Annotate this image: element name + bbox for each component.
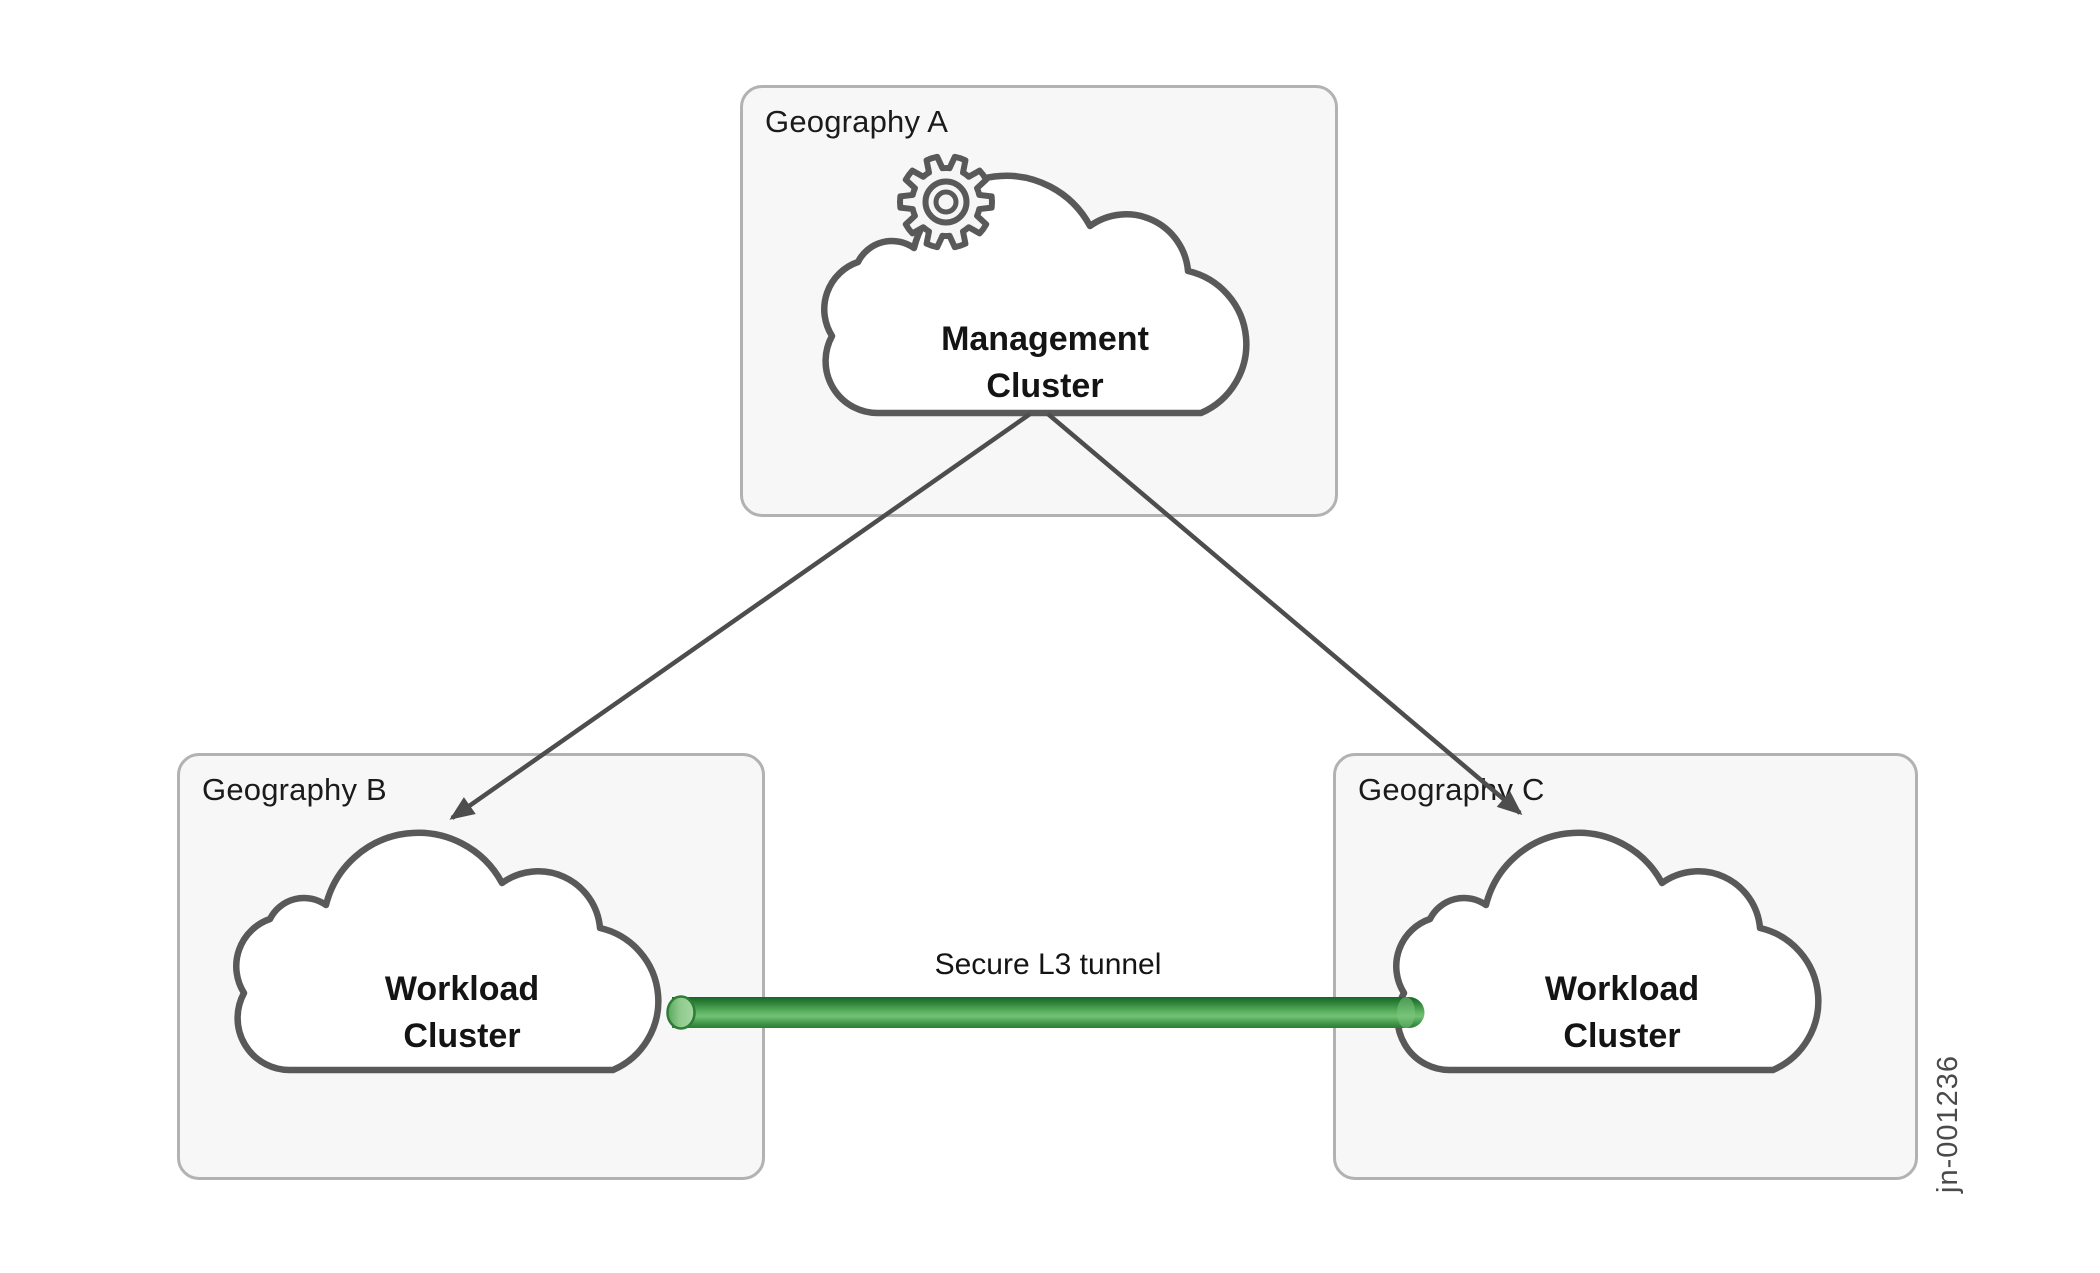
tunnel-pipe-right-sheen	[1397, 997, 1415, 1028]
workload-cluster-b-cloud	[236, 833, 658, 1070]
gear-icon	[896, 153, 996, 251]
secure-l3-tunnel-pipe	[666, 995, 1425, 1030]
arrow-management-to-workload-c	[1046, 412, 1523, 816]
management-cluster-cloud	[824, 176, 1246, 413]
workload-cluster-c-cloud	[1396, 833, 1818, 1070]
geography-a-label: Geography A	[765, 104, 949, 139]
tunnel-pipe-body	[672, 996, 1425, 1028]
tunnel-pipe-left-cap	[666, 995, 696, 1030]
geography-b-label: Geography B	[202, 772, 387, 807]
arrow-management-to-workload-b	[449, 412, 1032, 820]
